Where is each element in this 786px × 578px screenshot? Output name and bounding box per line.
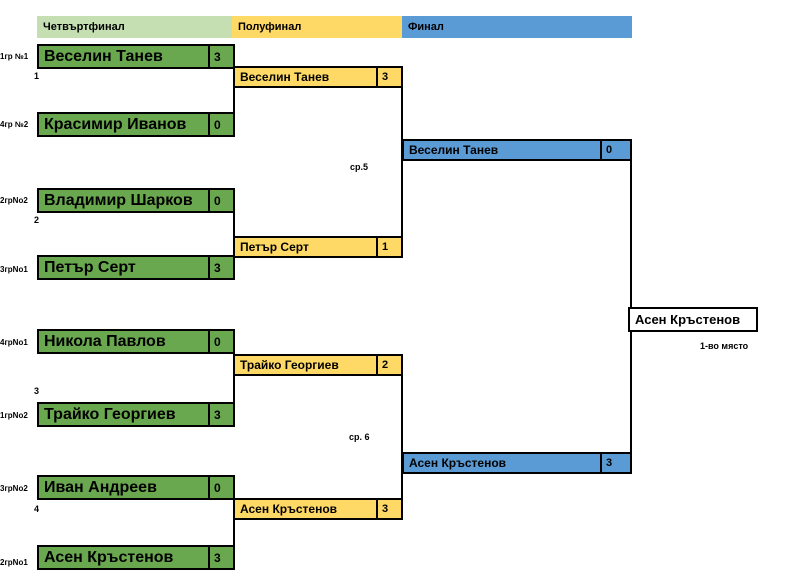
player-score: 0 bbox=[208, 114, 233, 135]
player-score: 2 bbox=[376, 356, 401, 374]
player-name: Петър Серт bbox=[44, 258, 136, 276]
seed-label: 1гр №1 bbox=[0, 52, 29, 61]
champion-box[interactable]: Асен Кръстенов bbox=[628, 307, 758, 332]
player-name: Иван Андреев bbox=[44, 478, 157, 496]
bracket-slot-qf-1b[interactable]: Красимир Иванов 0 bbox=[37, 112, 235, 137]
player-score: 0 bbox=[208, 331, 233, 352]
player-score: 3 bbox=[208, 46, 233, 67]
seed-label: 3грNo2 bbox=[0, 484, 28, 493]
bracket-connector bbox=[233, 44, 235, 137]
bracket-slot-sf-2a[interactable]: Трайко Георгиев 2 bbox=[233, 354, 403, 376]
game-number-label: ср. 6 bbox=[349, 432, 370, 442]
bracket-slot-qf-3b[interactable]: Трайко Георгиев 3 bbox=[37, 402, 235, 427]
bracket-slot-sf-1b[interactable]: Петър Серт 1 bbox=[233, 236, 403, 258]
player-score: 0 bbox=[600, 141, 630, 159]
player-score: 3 bbox=[208, 404, 233, 425]
seed-label: 4грNo1 bbox=[0, 338, 28, 347]
player-score: 3 bbox=[600, 454, 630, 472]
player-name: Веселин Танев bbox=[240, 70, 330, 84]
bracket-slot-qf-2a[interactable]: Владимир Шарков 0 bbox=[37, 188, 235, 213]
bracket-connector bbox=[233, 498, 235, 570]
bracket-connector bbox=[630, 139, 632, 474]
player-score: 0 bbox=[208, 477, 233, 498]
bracket-slot-final-a[interactable]: Веселин Танев 0 bbox=[402, 139, 632, 161]
bracket-connector bbox=[401, 66, 403, 256]
match-number: 2 bbox=[34, 215, 40, 225]
player-score: 3 bbox=[208, 257, 233, 278]
place-label: 1-во място bbox=[700, 341, 749, 351]
player-name: Асен Кръстенов bbox=[44, 548, 174, 566]
seed-label: 4гр №2 bbox=[0, 120, 29, 129]
bracket-slot-sf-1a[interactable]: Веселин Танев 3 bbox=[233, 66, 403, 88]
round-header-semifinal: Полуфинал bbox=[232, 16, 402, 38]
player-name: Асен Кръстенов bbox=[240, 502, 338, 516]
bracket-connector bbox=[233, 329, 235, 427]
game-number-label: ср.5 bbox=[350, 162, 369, 172]
player-score: 3 bbox=[376, 500, 401, 518]
bracket-slot-sf-2b[interactable]: Асен Кръстенов 3 bbox=[233, 498, 403, 520]
player-name: Владимир Шарков bbox=[44, 191, 193, 209]
player-score: 3 bbox=[376, 68, 401, 86]
round-header-final: Финал bbox=[402, 16, 632, 38]
bracket-connector bbox=[401, 376, 403, 520]
player-name: Асен Кръстенов bbox=[409, 456, 507, 470]
player-name: Красимир Иванов bbox=[44, 115, 187, 133]
seed-label: 1грNo2 bbox=[0, 411, 28, 420]
player-name: Веселин Танев bbox=[44, 47, 163, 65]
bracket-slot-qf-3a[interactable]: Никола Павлов 0 bbox=[37, 329, 235, 354]
player-score: 0 bbox=[208, 190, 233, 211]
champion-name: Асен Кръстенов bbox=[635, 312, 741, 327]
player-name: Трайко Георгиев bbox=[44, 405, 176, 423]
bracket-slot-qf-4b[interactable]: Асен Кръстенов 3 bbox=[37, 545, 235, 570]
bracket-slot-qf-4a[interactable]: Иван Андреев 0 bbox=[37, 475, 235, 500]
seed-label: 2грNo1 bbox=[0, 558, 28, 567]
player-name: Никола Павлов bbox=[44, 332, 166, 350]
player-name: Трайко Георгиев bbox=[240, 358, 339, 372]
bracket-slot-final-b[interactable]: Асен Кръстенов 3 bbox=[402, 452, 632, 474]
match-number: 1 bbox=[34, 71, 40, 81]
seed-label: 2грNo2 bbox=[0, 196, 28, 205]
player-score: 1 bbox=[376, 238, 401, 256]
match-number: 3 bbox=[34, 386, 40, 396]
round-header-quarterfinal: Четвъртфинал bbox=[37, 16, 232, 38]
seed-label: 3грNo1 bbox=[0, 265, 28, 274]
bracket-slot-qf-2b[interactable]: Петър Серт 3 bbox=[37, 255, 235, 280]
player-score: 3 bbox=[208, 547, 233, 568]
player-name: Веселин Танев bbox=[409, 143, 499, 157]
bracket-slot-qf-1a[interactable]: Веселин Танев 3 bbox=[37, 44, 235, 69]
match-number: 4 bbox=[34, 504, 40, 514]
player-name: Петър Серт bbox=[240, 240, 309, 254]
